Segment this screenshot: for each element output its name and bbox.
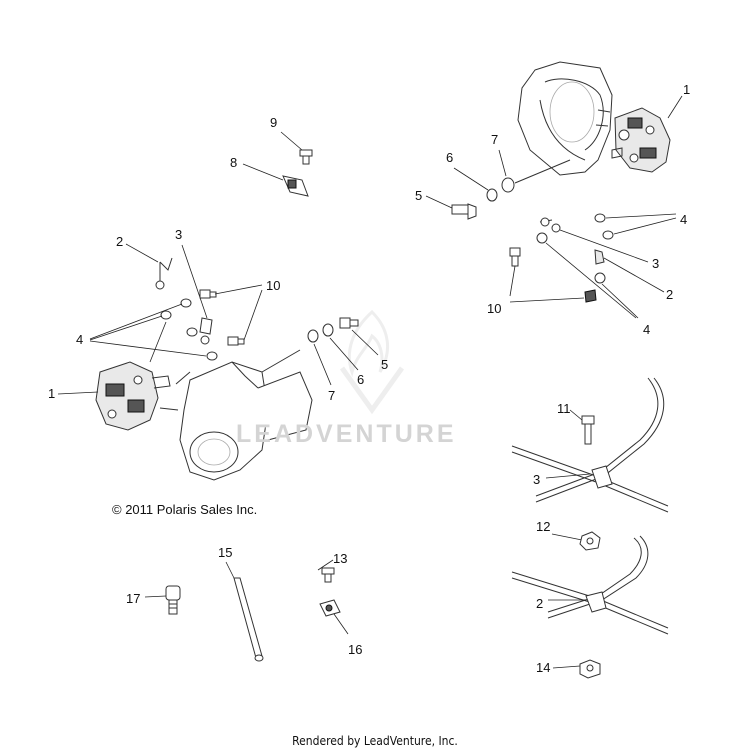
fitting-17	[165, 585, 181, 615]
callout-3-right: 3	[652, 256, 659, 271]
callout-2-right: 2	[666, 287, 673, 302]
callout-3-left: 3	[175, 227, 182, 242]
washer-6-left	[322, 323, 334, 337]
callout-13: 13	[333, 551, 347, 566]
callout-16: 16	[348, 642, 362, 657]
callout-10-left: 10	[266, 278, 280, 293]
bolt-5-left	[339, 317, 359, 329]
banjo-3-left	[199, 317, 213, 345]
washer-7-right	[501, 177, 515, 193]
callout-5-right: 5	[415, 188, 422, 203]
callout-5-left: 5	[381, 357, 388, 372]
screw-13	[321, 567, 335, 583]
nut-14	[579, 659, 601, 679]
callout-7-right: 7	[491, 132, 498, 147]
callout-10-right: 10	[487, 301, 501, 316]
callout-8: 8	[230, 155, 237, 170]
washer-7-left	[307, 329, 319, 343]
knuckle-right	[517, 61, 613, 176]
callout-4-right-top: 4	[680, 212, 687, 227]
callout-11: 11	[557, 401, 571, 416]
brake-line-3-detail	[511, 377, 669, 513]
callout-2-left: 2	[116, 234, 123, 249]
brake-line-fitting-right	[509, 213, 614, 303]
copyright-text: © 2011 Polaris Sales Inc.	[112, 502, 258, 517]
callout-2-line: 2	[536, 596, 543, 611]
bolts-10-left	[199, 289, 245, 346]
callout-12: 12	[536, 519, 550, 534]
callout-3-line: 3	[533, 472, 540, 487]
callout-7-left: 7	[328, 388, 335, 403]
callout-9: 9	[270, 115, 277, 130]
nut-12	[579, 531, 601, 551]
leadventure-flame-icon	[339, 309, 405, 415]
callout-4-right-bottom: 4	[643, 322, 650, 337]
callout-1-left: 1	[48, 386, 55, 401]
screw-9	[299, 149, 313, 165]
brake-caliper-right	[611, 107, 671, 173]
callout-17: 17	[126, 591, 140, 606]
clip-16	[319, 599, 341, 617]
bolt-10-right	[509, 247, 521, 267]
rendered-by-footer: Rendered by LeadVenture, Inc.	[292, 734, 458, 748]
callout-14: 14	[536, 660, 550, 675]
brake-caliper-left	[95, 361, 171, 431]
bolt-5-right	[451, 203, 477, 220]
callout-1-right: 1	[683, 82, 690, 97]
vent-tube-15	[233, 577, 264, 662]
callout-6-right: 6	[446, 150, 453, 165]
bolt-11	[581, 415, 595, 445]
washer-6-right	[486, 188, 498, 202]
callout-4-left: 4	[76, 332, 83, 347]
clip-8	[282, 175, 309, 197]
washers-4-left	[160, 298, 218, 361]
brake-line-2-left	[155, 257, 173, 290]
leadventure-watermark: LEADVENTURE	[236, 420, 457, 448]
callout-15: 15	[218, 545, 232, 560]
knuckle-left	[179, 349, 313, 481]
callout-6-left: 6	[357, 372, 364, 387]
brake-line-2-detail	[511, 535, 669, 635]
